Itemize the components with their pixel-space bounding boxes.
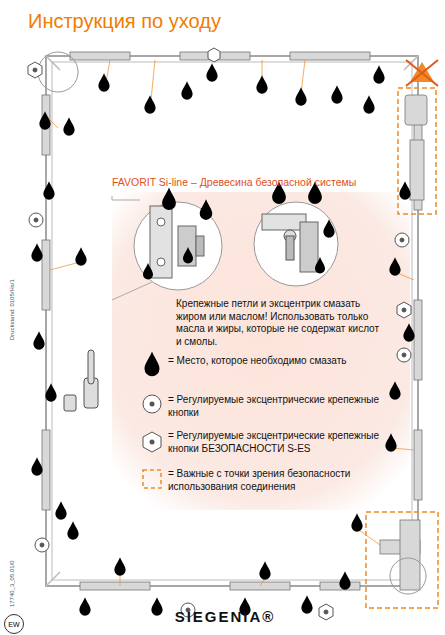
sash-frame	[46, 56, 418, 586]
leader-line	[50, 60, 414, 586]
legend-text: = Важные с точки зрения безопасности исп…	[168, 468, 400, 493]
hinge-detail	[112, 181, 338, 300]
info-panel	[112, 192, 410, 510]
instruction-note: Крепежные петли и эксцентрик смазать жир…	[176, 298, 381, 348]
print-code: Druckstand: 0105/Hs/1	[9, 265, 17, 355]
fitting-parts	[42, 52, 427, 590]
lubrication-drop	[31, 63, 414, 616]
system-name: FAVORIT Si-line – Древесина безопасной с…	[112, 176, 412, 189]
page-title: Инструкция по уходу	[28, 10, 221, 33]
warning-icon	[406, 60, 438, 86]
safety-mark	[38, 52, 438, 608]
node-text: EW	[8, 621, 19, 628]
document-number: 17740_3_05.01/0	[9, 549, 17, 619]
window-handle	[64, 350, 98, 411]
legend-symbol	[143, 352, 161, 489]
brand-logo: SIEGENIA®	[150, 608, 300, 627]
legend-text: = Регулируемые эксцентрические крепежные…	[168, 430, 400, 455]
legend-text: = Место, которое необходимо смазать	[168, 355, 400, 368]
security-knob	[28, 48, 411, 620]
eccentric-knob	[29, 213, 411, 617]
edition-mark: EW	[4, 614, 24, 634]
legend-text: = Регулируемые эксцентрические крепежные…	[168, 394, 400, 419]
